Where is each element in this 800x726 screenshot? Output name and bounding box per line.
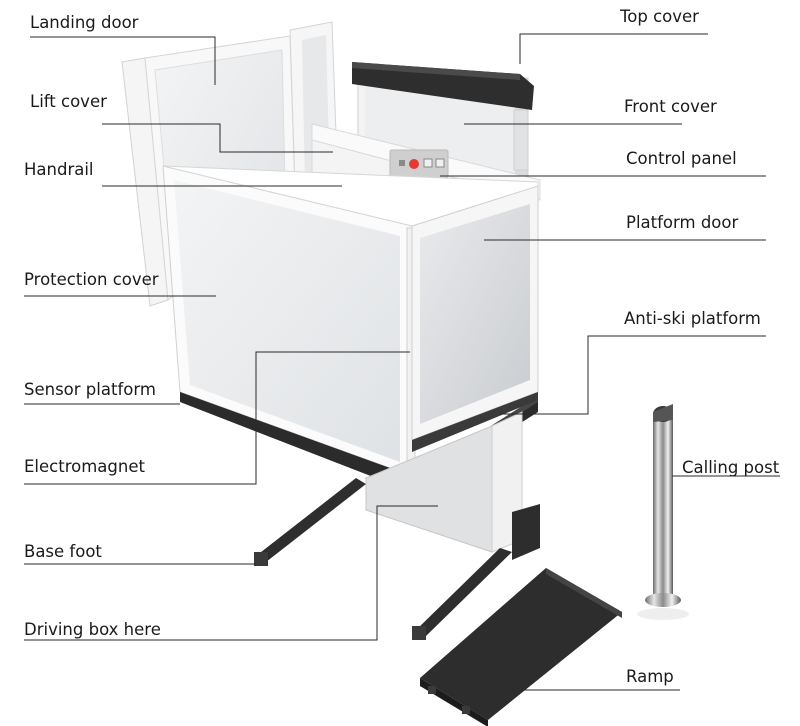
label-top-cover: Top cover — [620, 7, 699, 26]
ramp — [420, 568, 622, 726]
label-handrail: Handrail — [24, 160, 94, 179]
label-anti-ski-platform: Anti-ski platform — [624, 309, 761, 328]
label-control-panel: Control panel — [626, 149, 737, 168]
label-base-foot: Base foot — [24, 542, 102, 561]
label-driving-box: Driving box here — [24, 620, 161, 639]
label-electromagnet: Electromagnet — [24, 457, 145, 476]
protection-cover — [162, 165, 539, 477]
label-calling-post: Calling post — [682, 458, 780, 477]
label-sensor-platform: Sensor platform — [24, 380, 156, 399]
leader-landing-door — [30, 36, 216, 85]
leader-electromagnet — [24, 351, 410, 485]
label-lift-cover: Lift cover — [30, 92, 107, 111]
label-protection-cover: Protection cover — [24, 270, 159, 289]
driving-box — [365, 411, 540, 560]
label-landing-door: Landing door — [30, 13, 139, 32]
label-platform-door: Platform door — [626, 213, 739, 232]
calling-post — [637, 404, 689, 620]
leader-top-cover — [519, 33, 708, 64]
label-front-cover: Front cover — [624, 97, 717, 116]
leader-lift-cover — [102, 123, 333, 153]
platform-door — [411, 185, 539, 441]
label-ramp: Ramp — [626, 667, 674, 686]
leader-lines — [24, 33, 780, 691]
leader-anti-ski-platform — [500, 335, 766, 415]
base-foot — [254, 478, 512, 640]
leader-driving-box — [24, 505, 438, 641]
